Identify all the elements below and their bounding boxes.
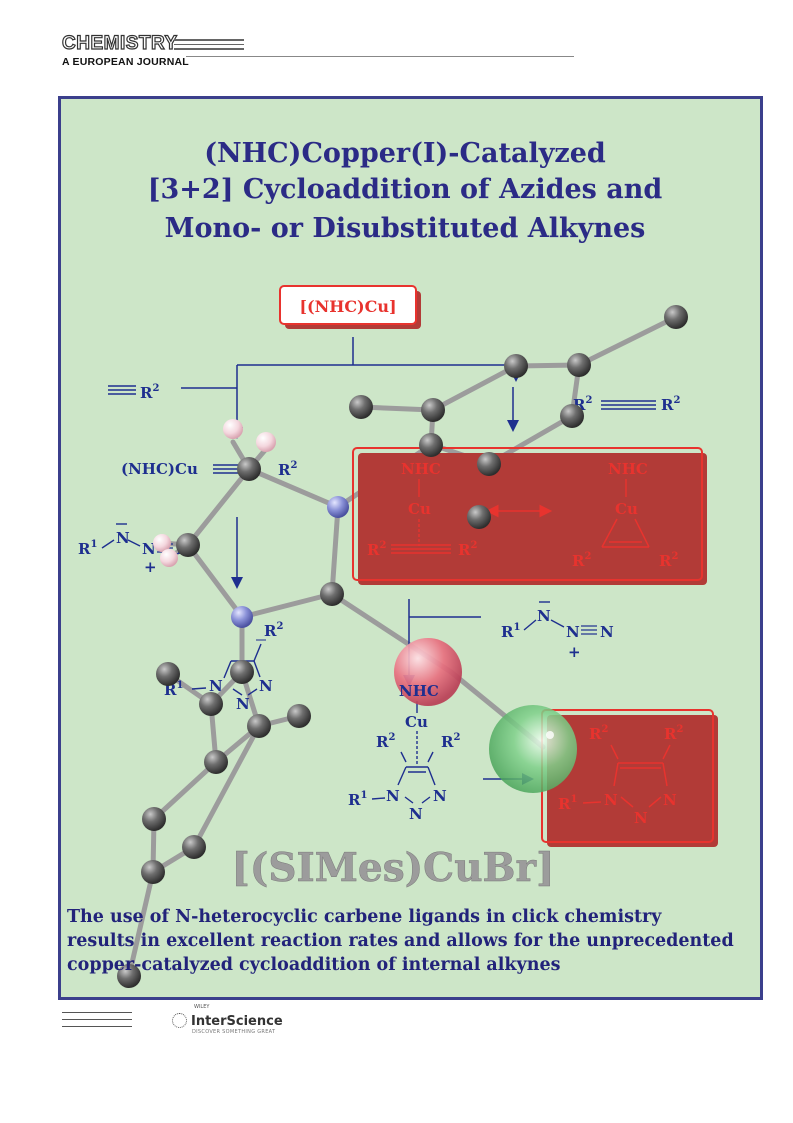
caption-line-1: The use of N-heterocyclic carbene ligand… [67,907,662,927]
intermediate-box [352,447,707,585]
svg-text:R2: R2 [278,460,297,479]
wiley-label: WILEY [194,1004,210,1010]
footer-lines [62,1012,132,1033]
svg-text:N: N [566,623,580,641]
svg-text:Cu: Cu [405,713,428,731]
svg-text:R2: R2 [458,540,477,559]
svg-text:+: + [144,558,157,576]
svg-text:R2: R2 [661,395,680,414]
svg-text:R1: R1 [501,622,520,641]
svg-text:R2: R2 [367,540,386,559]
svg-text:R2: R2 [589,724,608,743]
globe-icon [172,1013,187,1028]
svg-text:R2: R2 [572,551,591,570]
title-line-1: (NHC)Copper(I)-Catalyzed [204,138,606,169]
svg-text:N: N [604,791,618,809]
svg-text:R1: R1 [558,794,577,813]
cover-title: (NHC)Copper(I)-Catalyzed [3+2] Cycloaddi… [148,138,663,244]
svg-text:R2: R2 [664,724,683,743]
wiley-interscience-logo: WILEY InterScience DISCOVER SOMETHING GR… [172,1004,283,1035]
scheme-text-blue: R2 (NHC)Cu R2 R1 N N N + R2 R2 R1 N N N … [78,383,680,823]
svg-text:R1: R1 [348,790,367,809]
svg-text:N: N [600,623,614,641]
svg-text:N: N [259,677,273,695]
title-line-3: Mono- or Disubstituted Alkynes [165,213,646,244]
svg-text:N: N [209,677,223,695]
cover-svg: (NHC)Copper(I)-Catalyzed [3+2] Cycloaddi… [67,138,734,988]
svg-text:N: N [409,805,423,823]
nhc-label: NHC [399,682,439,700]
svg-text:R1: R1 [78,539,97,558]
svg-text:R2: R2 [659,551,678,570]
interscience-label: InterScience [191,1014,283,1029]
svg-text:N: N [142,540,156,558]
compound-name: [(SIMes)CuBr] [231,845,554,891]
caption-line-2: results in excellent reaction rates and … [67,931,734,951]
svg-text:R2: R2 [140,383,159,402]
journal-subtitle: A EUROPEAN JOURNAL [62,56,189,68]
molecule-atoms [117,305,688,988]
svg-text:Cu: Cu [408,500,431,518]
svg-text:N: N [634,809,648,827]
caption-line-3: copper-catalyzed cycloaddition of intern… [67,955,561,975]
svg-text:+: + [568,643,581,661]
catalyst-box: [(NHC)Cu] [279,285,421,329]
cover-caption: The use of N-heterocyclic carbene ligand… [67,907,734,975]
svg-text:N: N [433,787,447,805]
journal-title: CHEMISTRY [61,33,178,54]
svg-text:R2: R2 [376,732,395,751]
header-rule [186,56,574,57]
scheme-text-red: NHC Cu R2 R2 NHC Cu R2 R2 R2 R2 [367,460,683,827]
wiley-tagline: DISCOVER SOMETHING GREAT [192,1029,276,1035]
journal-masthead: CHEMISTRY A EUROPEAN JOURNAL [61,33,244,68]
masthead-lines [174,39,244,53]
svg-text:R2: R2 [264,621,283,640]
svg-text:N: N [386,787,400,805]
svg-text:N: N [537,607,551,625]
svg-text:N: N [663,791,677,809]
svg-text:R2: R2 [441,732,460,751]
title-line-2: [3+2] Cycloaddition of Azides and [148,174,663,205]
svg-text:N: N [236,695,250,713]
svg-text:NHC: NHC [401,460,441,478]
cover-illustration: (NHC)Copper(I)-Catalyzed [3+2] Cycloaddi… [58,96,763,1000]
svg-text:N: N [116,529,130,547]
svg-text:NHC: NHC [608,460,648,478]
svg-text:Cu: Cu [615,500,638,518]
nhc-cu-label: (NHC)Cu [121,460,198,478]
catalyst-label: [(NHC)Cu] [299,297,396,316]
